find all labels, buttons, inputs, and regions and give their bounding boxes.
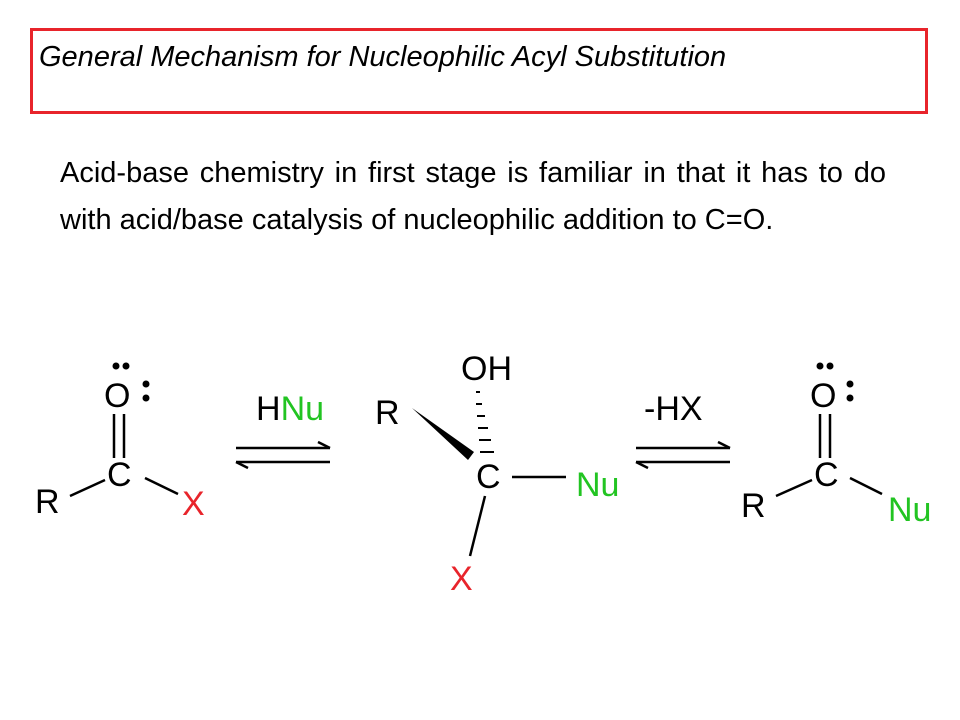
tetrahedral-intermediate: OH R C Nu X [375,350,619,598]
lone-pair-dot [826,362,834,370]
lone-pair-dot [122,362,130,370]
arrow1-label: HNu [256,390,324,428]
lone-pair-dot [816,362,824,370]
bond-line [468,495,487,557]
intermediate-carbon-label: C [476,458,501,496]
reactant-r-label: R [35,483,60,521]
forward-arrow-head [717,440,731,450]
body-paragraph: Acid-base chemistry in first stage is fa… [60,157,886,236]
reactant-oxygen-label: O [104,377,130,415]
arrow2-label: -HX [644,390,703,428]
lone-pair-dot [142,394,150,402]
intermediate-leaving-group-label: X [450,560,473,598]
intermediate-r-label: R [375,394,400,432]
title-box: General Mechanism for Nucleophilic Acyl … [30,28,928,114]
lone-pair-dot [846,394,854,402]
bond-line [775,478,813,498]
lone-pair-dot [846,380,854,388]
lone-pair-dot [142,380,150,388]
product-oxygen-label: O [810,377,836,415]
reverse-arrow-head [235,460,249,470]
intermediate-oh-label: OH [461,350,512,388]
arrow1-label-h: H [256,390,281,428]
equilibrium-arrow-1: HNu [235,390,331,470]
forward-arrow-head [317,440,331,450]
lone-pair-dot [112,362,120,370]
bond-line [144,476,179,496]
bond-line [849,476,883,496]
arrow1-label-nu: Nu [281,390,324,428]
product-carbon-label: C [814,456,839,494]
reactant-leaving-group-label: X [182,485,205,523]
bond-line [69,478,106,498]
reverse-arrow-head [635,460,649,470]
equilibrium-arrow-2: -HX [635,390,731,470]
product-nucleophile-label: Nu [888,491,931,529]
intermediate-nucleophile-label: Nu [576,466,619,504]
page-title: General Mechanism for Nucleophilic Acyl … [39,41,727,73]
reactant-molecule: O C R X [35,362,205,523]
reactant-carbon-label: C [107,456,132,494]
product-r-label: R [741,487,766,525]
wedge-bond [412,408,474,460]
product-molecule: O C R Nu [741,362,931,529]
